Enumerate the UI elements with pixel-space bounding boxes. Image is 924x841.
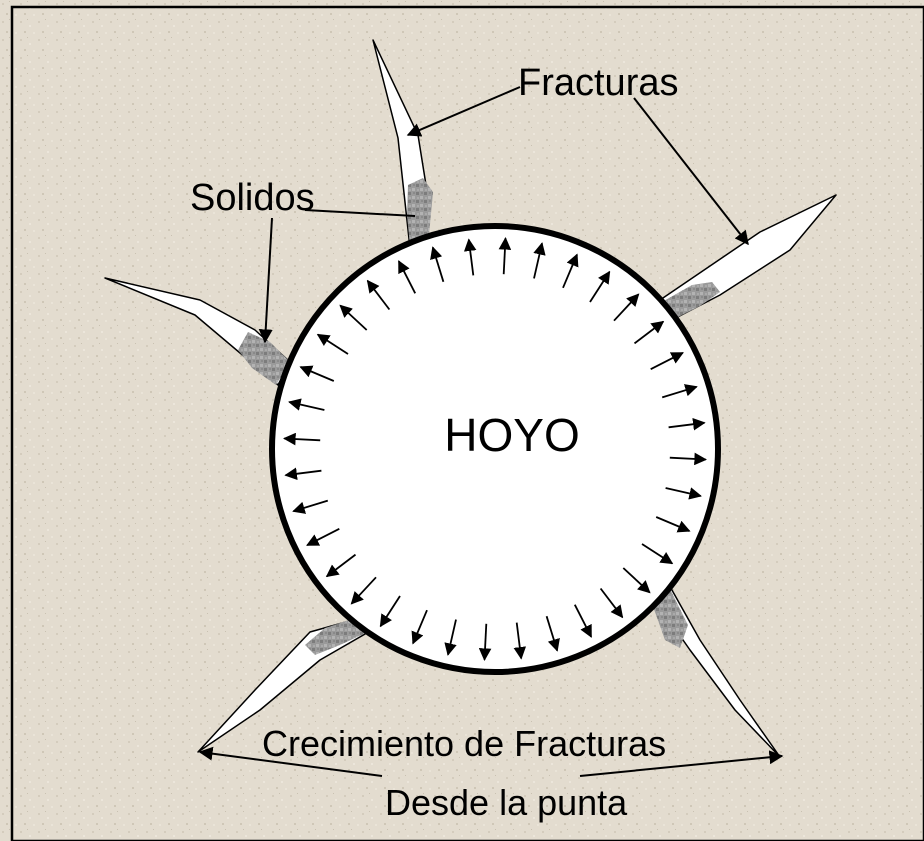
- leader-solidos-top: [304, 209, 416, 217]
- leader-fracturas-right: [633, 97, 749, 246]
- pressure-arrow: [478, 623, 492, 661]
- pressure-arrow: [669, 452, 707, 466]
- pressure-arrow: [292, 499, 329, 514]
- pressure-arrows: [283, 237, 707, 661]
- pressure-arrow: [283, 432, 321, 446]
- leader-solidos-left: [258, 217, 273, 344]
- pressure-arrow: [316, 333, 349, 355]
- pressure-arrow: [379, 595, 401, 628]
- pressure-arrow: [573, 604, 593, 638]
- pressure-arrow: [641, 543, 674, 565]
- pressure-arrow: [284, 467, 322, 481]
- pressure-arrow: [306, 527, 340, 547]
- borehole: [269, 223, 721, 675]
- pressure-arrow: [545, 615, 560, 652]
- pressure-arrow: [299, 365, 335, 382]
- pressure-arrow: [339, 304, 368, 331]
- pressure-arrow: [633, 320, 665, 345]
- solids-left: [238, 332, 290, 385]
- leader-tip-left: [198, 746, 383, 777]
- pressure-arrow: [589, 270, 611, 303]
- label-solidos: Solidos: [190, 177, 315, 219]
- pressure-arrow: [562, 253, 579, 289]
- pressure-arrow: [444, 619, 457, 656]
- leader-fracturas-top: [406, 86, 521, 137]
- pressure-arrow: [661, 384, 698, 399]
- label-crecimiento: Crecimiento de Fracturas: [262, 723, 666, 764]
- pressure-arrow: [599, 587, 624, 619]
- center-label: HOYO: [444, 409, 579, 461]
- solids-upper-right: [662, 282, 720, 322]
- pressure-arrow: [533, 242, 546, 279]
- pressure-arrow: [613, 293, 640, 322]
- pressure-arrow: [463, 238, 477, 276]
- pressure-arrow: [288, 398, 325, 411]
- pressure-arrow: [668, 417, 706, 431]
- pressure-arrow: [513, 622, 527, 660]
- label-fracturas: Fracturas: [518, 62, 678, 104]
- solids-top: [407, 178, 433, 246]
- pressure-arrow: [430, 246, 445, 283]
- pressure-arrow: [498, 237, 512, 275]
- frame: [10, 5, 924, 841]
- pressure-arrow: [655, 516, 691, 533]
- pressure-arrow: [350, 576, 377, 605]
- pressure-arrow: [366, 279, 391, 311]
- label-desde: Desde la punta: [385, 782, 628, 823]
- fracture-lower-left: [197, 617, 373, 753]
- pressure-arrow: [325, 553, 357, 578]
- pressure-arrow: [411, 609, 428, 645]
- pressure-arrow: [650, 351, 684, 371]
- pressure-arrow: [622, 567, 651, 594]
- pressure-arrow: [397, 260, 417, 294]
- leader-tip-right: [579, 750, 784, 777]
- pressure-arrow: [665, 487, 702, 500]
